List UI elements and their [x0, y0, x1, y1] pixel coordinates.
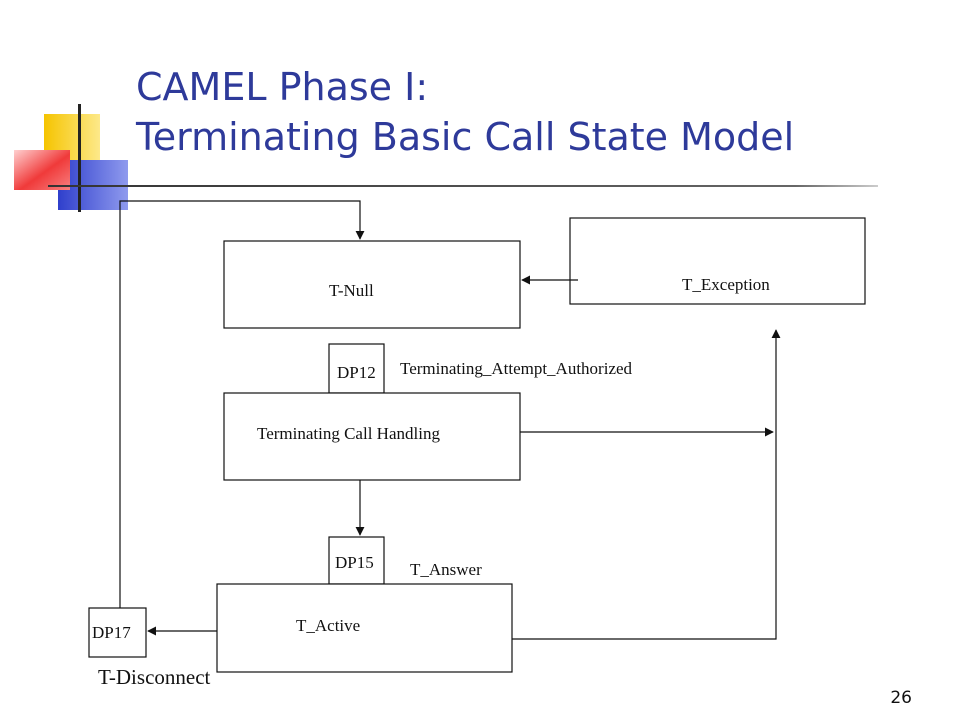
terminating-call-handling-label: Terminating Call Handling: [257, 424, 440, 443]
dp15-box: [328, 536, 385, 585]
deco-red-square: [14, 150, 70, 190]
t-active-label: T_Active: [296, 616, 360, 635]
page-number: 26: [890, 688, 912, 708]
title-line-1: CAMEL Phase I:: [136, 65, 429, 109]
dp12-box: [328, 343, 385, 394]
terminating-call-handling-box: [223, 392, 521, 481]
terminating-attempt-authorized-label: Terminating_Attempt_Authorized: [400, 359, 633, 378]
dp15-label: DP15: [335, 553, 374, 572]
slide-title: CAMEL Phase I: Terminating Basic Call St…: [136, 62, 794, 162]
title-line-2: Terminating Basic Call State Model: [136, 115, 795, 159]
active-to-exception-arrow: [512, 329, 781, 640]
t-answer-label: T_Answer: [410, 560, 482, 579]
loop-back-line: [119, 200, 365, 608]
t-active-box: [216, 583, 513, 673]
dp17-label: DP17: [92, 623, 131, 642]
deco-vertical-bar: [78, 104, 81, 212]
t-exception-box: [569, 217, 866, 305]
deco-horizontal-rule: [48, 185, 878, 187]
t-null-label: T-Null: [329, 281, 374, 300]
t-null-box: [223, 240, 521, 329]
t-disconnect-label: T-Disconnect: [98, 665, 211, 689]
dp12-label: DP12: [337, 363, 376, 382]
t-exception-label: T_Exception: [682, 275, 770, 294]
dp17-box: [88, 607, 147, 658]
